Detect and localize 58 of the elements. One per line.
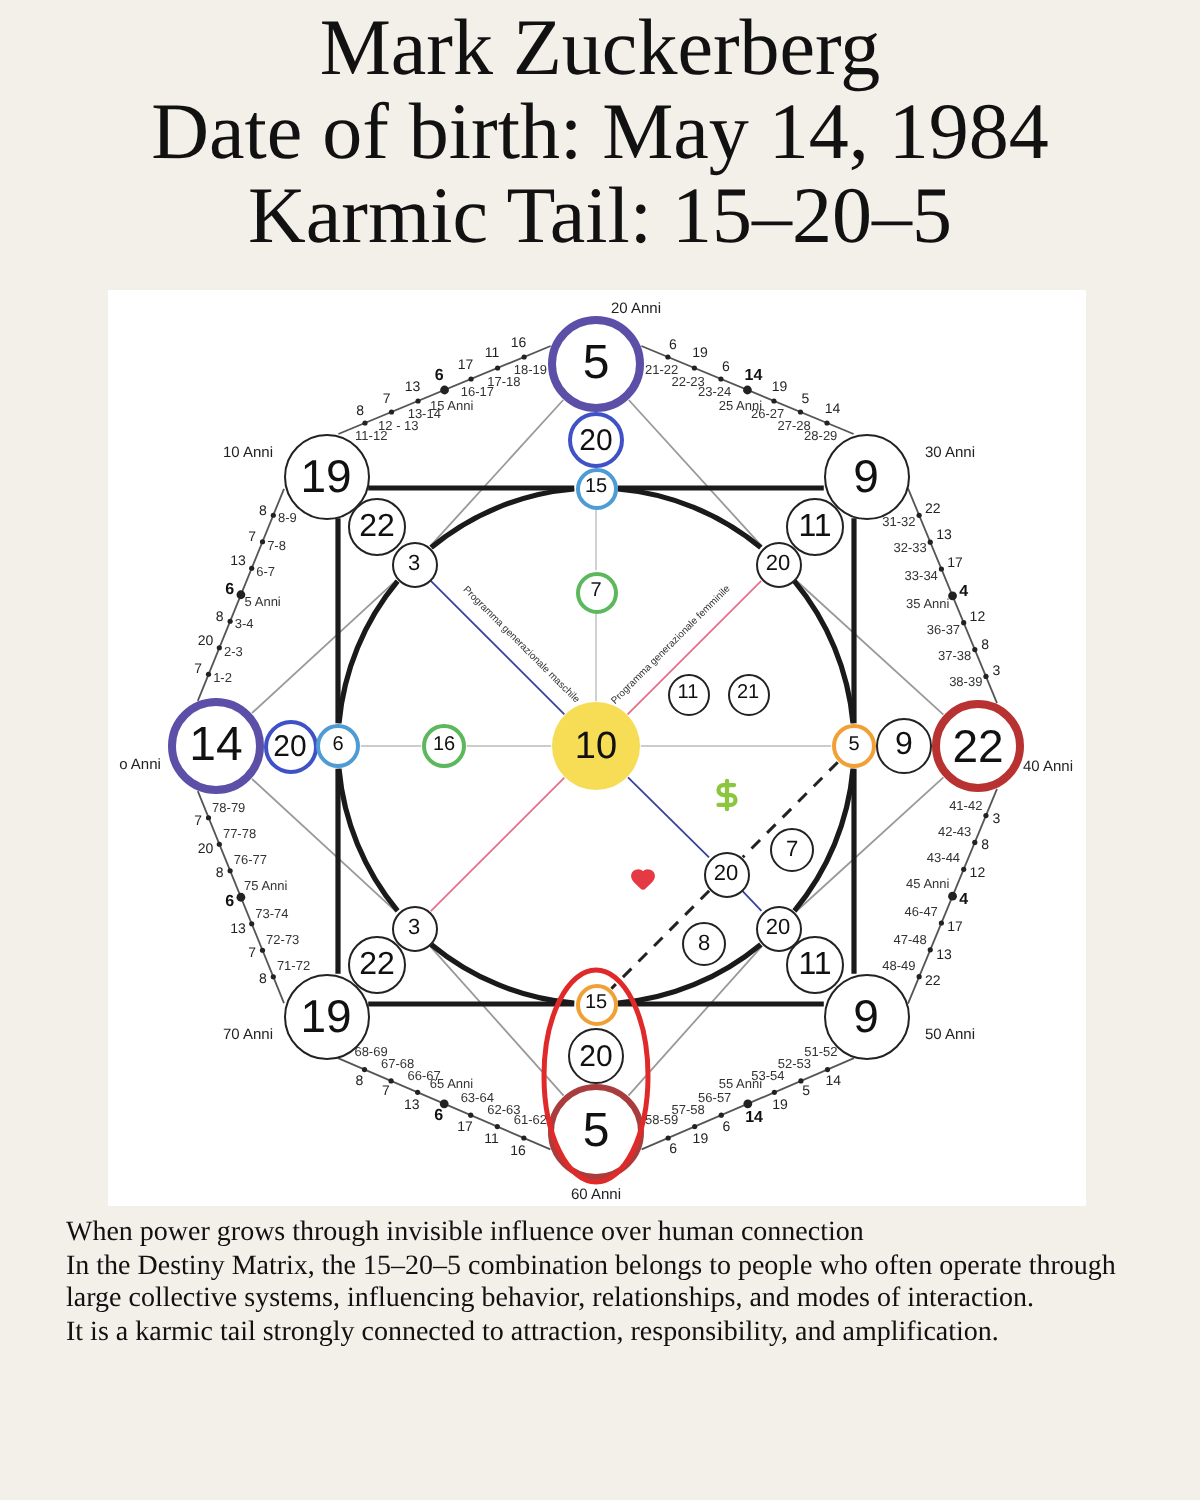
dashed-line	[741, 761, 839, 859]
square-line	[368, 485, 575, 491]
age-number-label: 4	[959, 892, 969, 909]
connector-line	[595, 508, 597, 572]
diamond-line	[794, 776, 945, 913]
subtitle: Date of birth: May 14, 1984	[151, 90, 1049, 174]
circle-arc	[792, 579, 856, 724]
title: Mark Zuckerberg	[319, 6, 881, 90]
connector-line	[429, 776, 566, 913]
square-line	[617, 1001, 824, 1007]
description-text: In the Destiny Matrix, the 15–20–5 combination belongs to people who often operate through large collective systems, influencing behavior, relationships, and modes of interaction.	[66, 1251, 1118, 1317]
circle-arc	[617, 486, 763, 550]
diamond-line	[627, 944, 764, 1097]
diamond-line	[627, 399, 763, 548]
circle-arc	[792, 768, 856, 913]
age-line	[640, 1057, 855, 1151]
age-number-label: 6	[434, 1108, 444, 1125]
diamond-line	[251, 579, 398, 714]
circle-arc	[336, 579, 400, 724]
connector-line	[465, 745, 553, 747]
square-line	[851, 518, 857, 724]
age-line	[907, 487, 998, 705]
age-line	[640, 345, 855, 435]
subtitle: Karmic Tail: 15–20–5	[248, 174, 952, 258]
circle-arc	[336, 768, 400, 913]
connector-line	[627, 776, 710, 859]
circle-arc	[429, 486, 575, 550]
square-line	[335, 768, 341, 974]
age-line	[196, 790, 285, 1005]
square-line	[335, 518, 341, 724]
connector-line	[359, 745, 423, 747]
connector-line	[595, 612, 597, 703]
age-line	[337, 345, 552, 435]
square-line	[851, 768, 857, 974]
connector-line	[741, 890, 763, 912]
circle-arc	[429, 942, 575, 1006]
diamond-line	[428, 944, 565, 1097]
age-number-label: 6	[225, 582, 235, 599]
age-line	[907, 787, 998, 1005]
description-text: It is a karmic tail strongly connected to attraction, responsibility, and amplification.	[66, 1317, 1001, 1350]
connector-line	[429, 579, 566, 716]
square-line	[617, 485, 824, 491]
age-number-label: 14	[744, 367, 763, 384]
diamond-line	[794, 579, 945, 716]
age-number-label: 14	[745, 1110, 763, 1127]
connector-line	[626, 579, 763, 716]
age-number-label: 6	[434, 368, 444, 385]
diamond-line	[429, 399, 565, 548]
age-number-label: 4	[959, 583, 969, 600]
age-line	[196, 487, 285, 702]
age-number-label: 6	[225, 893, 235, 910]
dashed-line	[610, 889, 711, 990]
connector-line	[639, 745, 833, 747]
square-line	[368, 1001, 575, 1007]
circle-arc	[617, 942, 763, 1006]
description-text: When power grows through invisible influence over human connection	[66, 1218, 866, 1251]
diamond-line	[251, 778, 398, 913]
age-line	[337, 1057, 552, 1151]
